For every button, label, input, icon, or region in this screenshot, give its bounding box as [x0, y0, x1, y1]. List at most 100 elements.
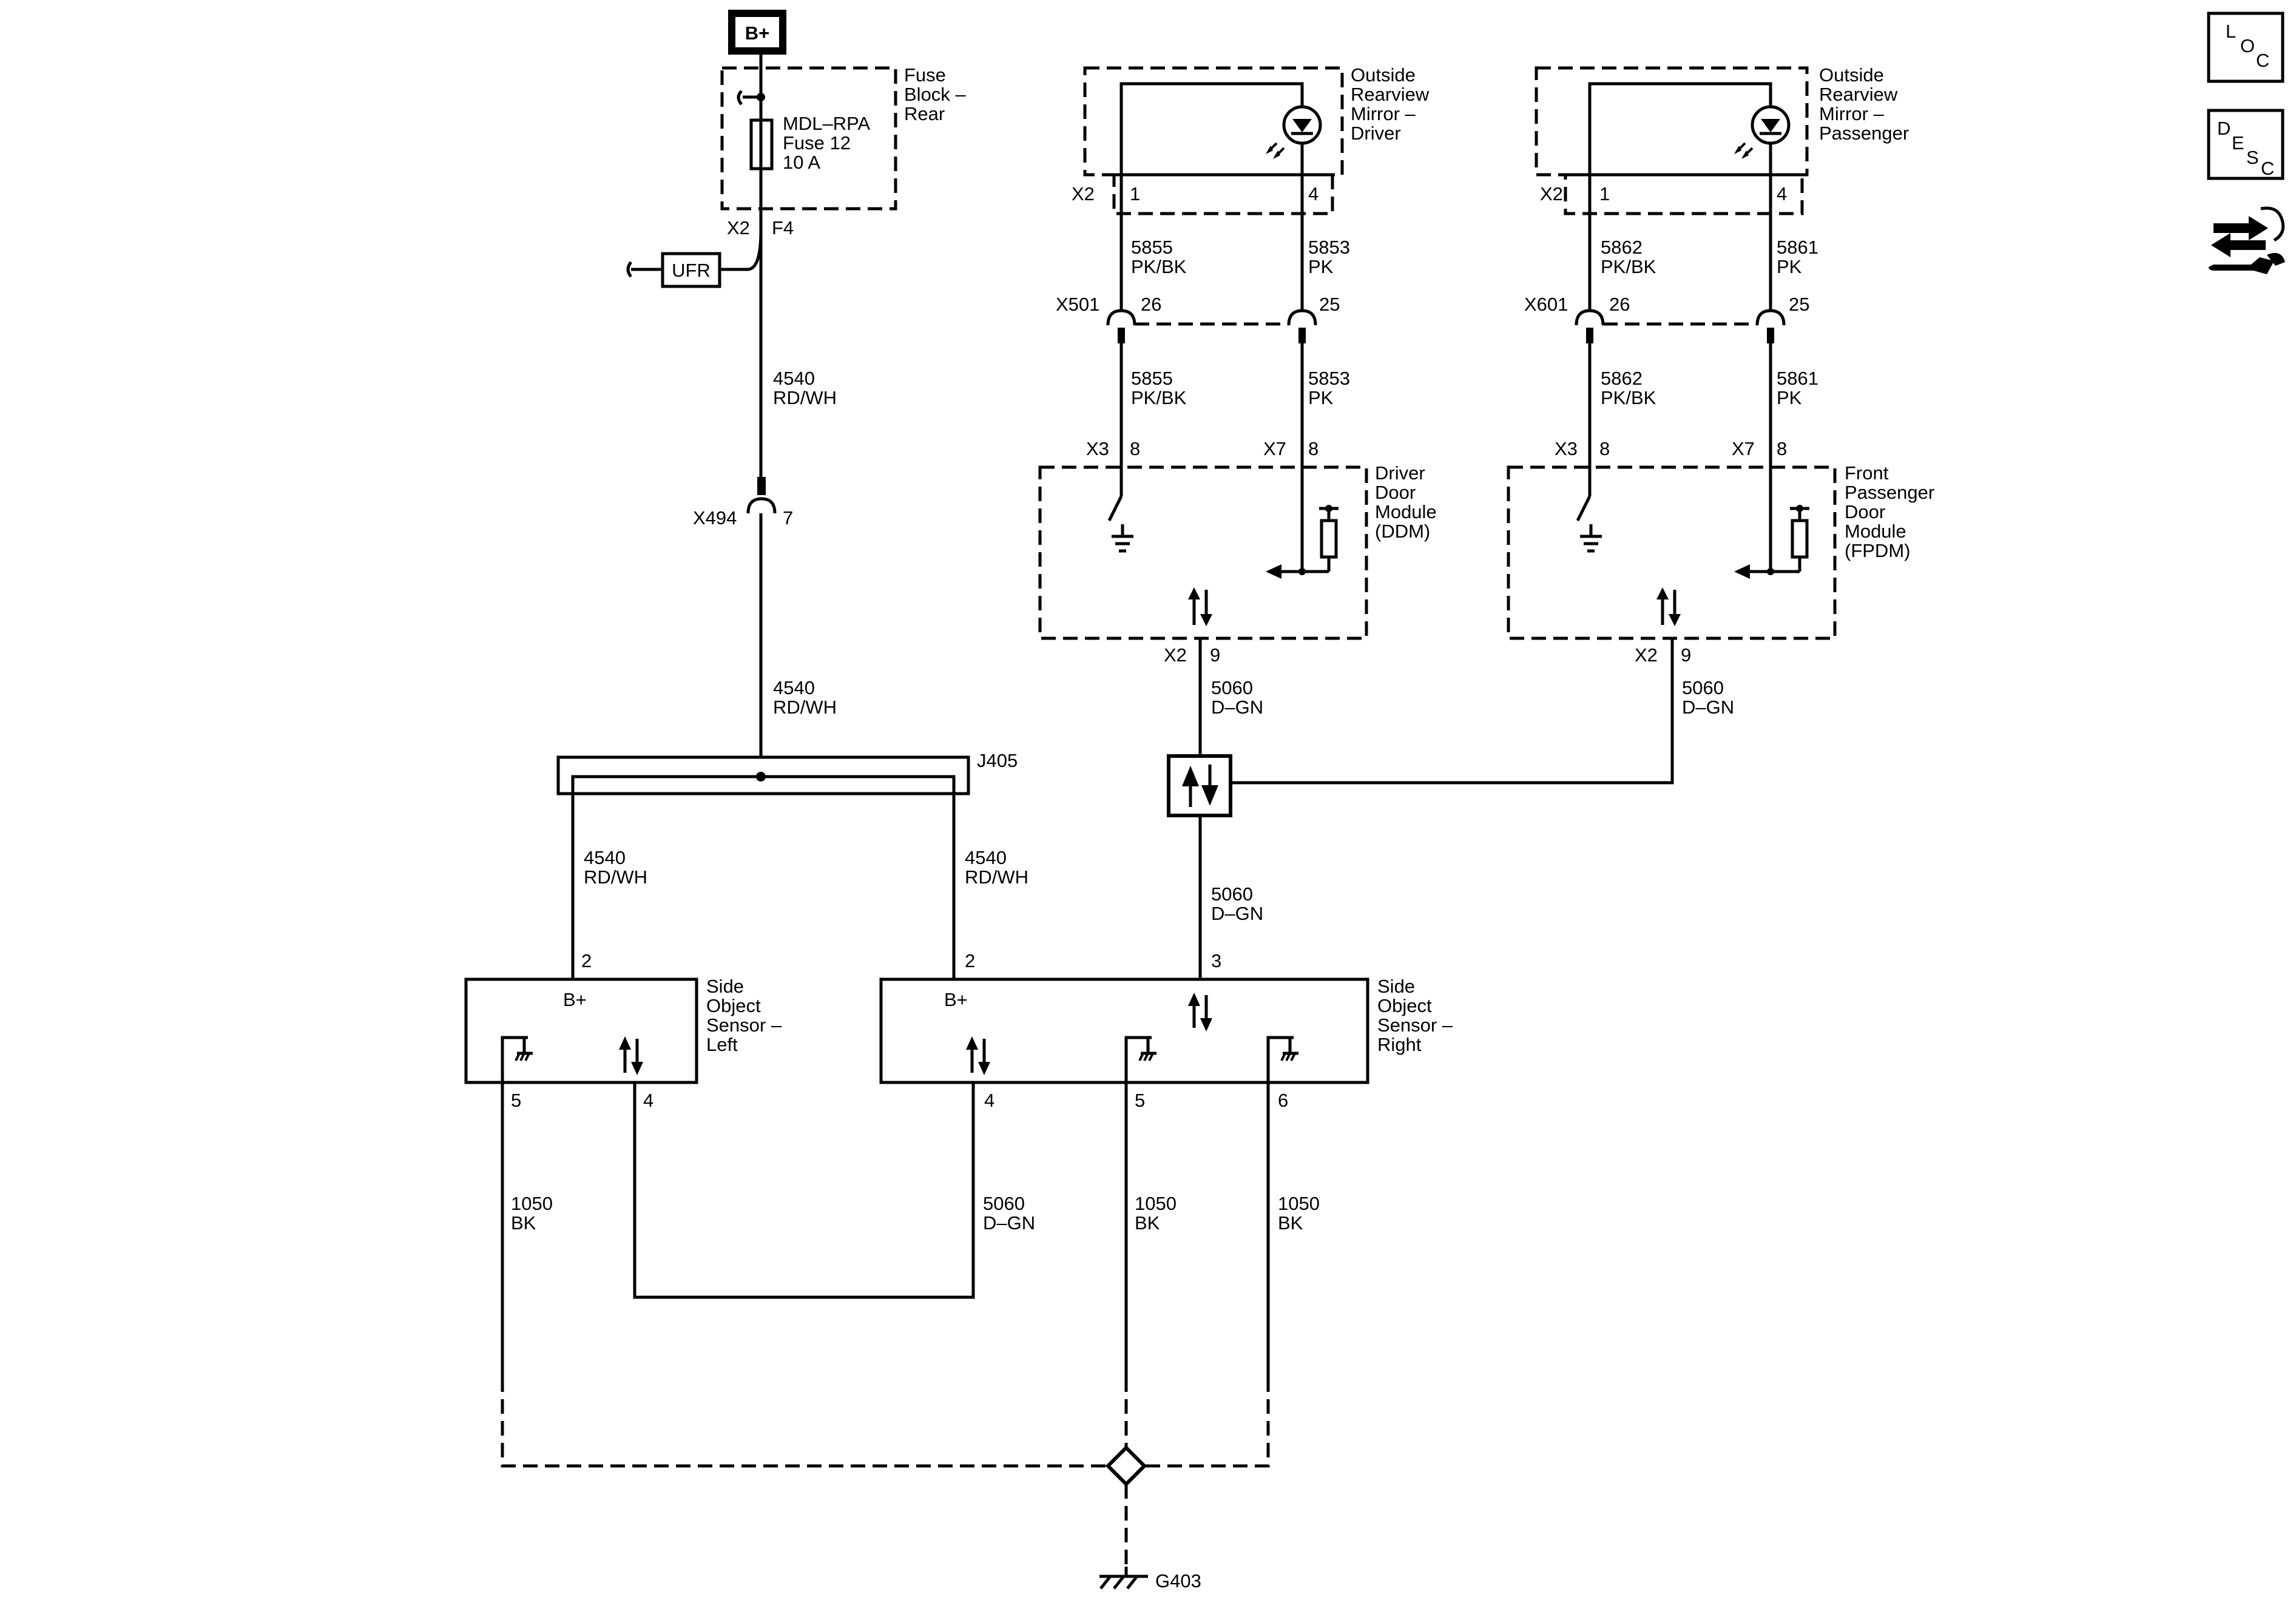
switch-ground-icon	[1107, 485, 1133, 553]
wire-4540-top-color: RD/WH	[773, 387, 837, 408]
sos-right-title-1: Side	[1377, 976, 1415, 997]
sos-right-pin-3: 3	[1211, 950, 1221, 971]
ufr-label: UFR	[672, 260, 711, 281]
fuse-name-label: MDL–RPA	[783, 113, 870, 134]
serial-data-icon	[1188, 993, 1212, 1031]
driver-door-module: X3 8 X7 8	[1038, 438, 1437, 666]
connector-x494: X494 7	[693, 477, 793, 528]
mirror-pass-pin-4: 4	[1777, 183, 1787, 204]
wire-5060-ddm-color: D–GN	[1211, 697, 1263, 718]
loc-letter-l: L	[2226, 21, 2236, 42]
pullup-resistor-icon	[1266, 505, 1339, 579]
mirror-driver-title-1: Outside	[1351, 64, 1416, 86]
ground-splice	[501, 1377, 1270, 1571]
fpdm-conn-x3: X3	[1555, 438, 1578, 459]
wire-5060-ddm-circuit: 5060	[1211, 677, 1253, 698]
wire-4540-left-circuit: 4540	[584, 847, 626, 868]
loc-button[interactable]: L O C	[2207, 12, 2284, 83]
fpdm-title-5: (FPDM)	[1845, 540, 1910, 561]
fuse-block-rear: MDL–RPA Fuse 12 10 A Fuse Block – Rear X…	[720, 64, 966, 255]
mirror-pass-title-3: Mirror –	[1819, 103, 1885, 124]
x494-pin-label: 7	[783, 507, 793, 528]
wire-5855-bot-circuit: 5855	[1131, 368, 1173, 389]
desc-button[interactable]: D E S C	[2207, 109, 2284, 180]
fpdm-title-3: Door	[1845, 501, 1885, 522]
x494-conn-label: X494	[693, 507, 737, 528]
fuse-conn-label: X2	[727, 217, 750, 238]
wire-5861-top-circuit: 5861	[1777, 237, 1818, 258]
ground-icon	[501, 1036, 533, 1098]
wire-5861-bot-circuit: 5861	[1777, 368, 1818, 389]
ddm-title-4: (DDM)	[1375, 521, 1430, 542]
connector-x601: X601 26 25	[1524, 243, 1809, 343]
ddm-conn-x7: X7	[1263, 438, 1286, 459]
wire-5060-bottom-color: D–GN	[983, 1212, 1035, 1234]
wire-5861-bot-color: PK	[1777, 387, 1802, 408]
sos-right-title-4: Right	[1377, 1034, 1422, 1055]
fuse-block-title-3: Rear	[904, 103, 945, 124]
mirror-driver-title-3: Mirror –	[1351, 103, 1416, 124]
wire-5855-bot-color: PK/BK	[1131, 387, 1187, 408]
wire-1050-mid-circuit: 1050	[1135, 1193, 1177, 1214]
sos-right-pin-6: 6	[1278, 1090, 1288, 1111]
wire-5855-top-circuit: 5855	[1131, 237, 1173, 258]
wire-5862-bot-color: PK/BK	[1601, 387, 1656, 408]
desc-letter-e: E	[2232, 132, 2244, 154]
wire-5853-top-circuit: 5853	[1308, 237, 1350, 258]
wire-5862-top-color: PK/BK	[1601, 256, 1656, 277]
ddm-conn-x3: X3	[1086, 438, 1109, 459]
sos-left-title-4: Left	[706, 1034, 738, 1055]
x501-conn: X501	[1056, 294, 1099, 315]
ddm-title-2: Door	[1375, 482, 1416, 503]
wire-1050-mid-color: BK	[1135, 1212, 1160, 1234]
wire-5060-center-color: D–GN	[1211, 903, 1263, 924]
mirror-pass-conn: X2	[1540, 183, 1563, 204]
connector-x501: X501 26 25	[1056, 243, 1340, 343]
ddm-title-1: Driver	[1375, 462, 1425, 484]
fpdm-title-1: Front	[1845, 462, 1889, 484]
wire-5862-top-circuit: 5862	[1601, 237, 1643, 258]
sos-right-bplus: B+	[944, 989, 968, 1010]
wire-5853-bot-circuit: 5853	[1308, 368, 1350, 389]
ddm-title-3: Module	[1375, 501, 1437, 522]
wire-1050-right-color: BK	[1278, 1212, 1303, 1234]
mirror-pass-title-1: Outside	[1819, 64, 1884, 86]
wire-4540-left-color: RD/WH	[584, 866, 647, 888]
j405-label: J405	[977, 750, 1018, 771]
connector-wrench-icon[interactable]	[2209, 206, 2285, 274]
fpdm-conn-x2: X2	[1635, 644, 1658, 666]
ground-icon	[1124, 1036, 1156, 1098]
sos-left-title-2: Object	[706, 995, 761, 1016]
fuse-rating-label: 10 A	[783, 152, 820, 173]
wire-4540-mid-circuit: 4540	[773, 677, 815, 698]
fuse-block-title-1: Fuse	[904, 64, 946, 86]
serial-data-icon	[1188, 587, 1212, 626]
x601-conn: X601	[1524, 294, 1568, 315]
fpdm-title-2: Passenger	[1845, 482, 1934, 503]
sos-right-pin-2: 2	[965, 950, 975, 971]
sos-right-pin-4: 4	[984, 1090, 994, 1111]
x601-pin-26: 26	[1609, 294, 1630, 315]
sos-left-title-3: Sensor –	[706, 1014, 782, 1036]
ddm-pin-x7-8: 8	[1308, 438, 1319, 459]
battery-power-source: B+	[728, 10, 786, 55]
side-object-sensor-left: 2 B+ Side Object Sensor – Left 5 4	[464, 950, 782, 1111]
g403-label: G403	[1155, 1570, 1201, 1592]
sos-right-pin-5: 5	[1135, 1090, 1145, 1111]
mirror-pass-title-2: Rearview	[1819, 84, 1898, 105]
loc-letter-c: C	[2256, 50, 2269, 71]
fpdm-conn-x7: X7	[1732, 438, 1755, 459]
wire-5853-top-color: PK	[1308, 256, 1334, 277]
bplus-label: B+	[745, 22, 770, 44]
wire-5060-center-circuit: 5060	[1211, 883, 1253, 905]
desc-letter-d: D	[2217, 118, 2230, 139]
sos-left-title-1: Side	[706, 976, 744, 997]
wire-4540-top-circuit: 4540	[773, 368, 815, 389]
switch-ground-icon	[1576, 485, 1602, 553]
wire-5855-top-color: PK/BK	[1131, 256, 1187, 277]
sos-left-pin-2: 2	[581, 950, 592, 971]
sos-left-bplus: B+	[563, 989, 587, 1010]
wire-4540-right-circuit: 4540	[965, 847, 1007, 868]
